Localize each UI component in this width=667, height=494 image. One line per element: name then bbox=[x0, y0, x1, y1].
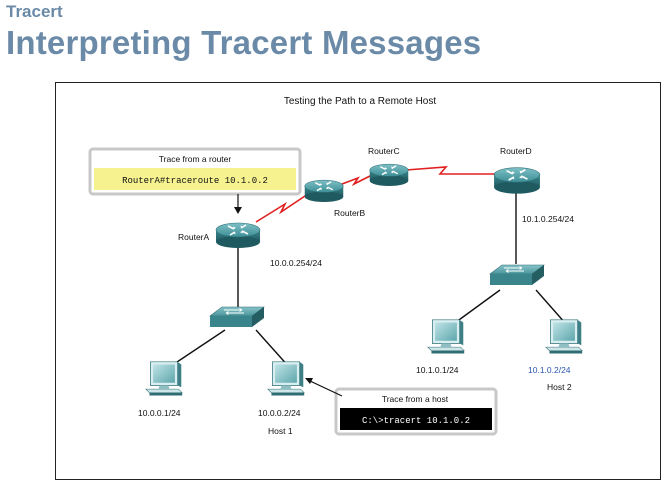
router-d-label: RouterD bbox=[500, 146, 532, 156]
router-b-label: RouterB bbox=[334, 208, 366, 218]
router-d-icon bbox=[493, 166, 541, 194]
link-switch-host2 bbox=[535, 289, 567, 325]
host1-icon bbox=[267, 361, 305, 396]
host1-ip: 10.0.0.2/24 bbox=[258, 408, 301, 418]
section-label: Tracert bbox=[6, 2, 63, 21]
host-right-ip: 10.1.0.1/24 bbox=[416, 365, 459, 375]
links bbox=[167, 166, 567, 369]
switch-left-icon bbox=[209, 306, 265, 328]
host-left-ip: 10.0.0.1/24 bbox=[138, 408, 181, 418]
page-title: Interpreting Tracert Messages bbox=[6, 24, 482, 61]
link-switch-host-right1 bbox=[451, 289, 501, 326]
router-trace-callout: Trace from a router RouterA#traceroute 1… bbox=[88, 147, 302, 214]
serial-link-c-d bbox=[405, 166, 496, 175]
router-b-icon bbox=[304, 179, 344, 202]
host-trace-command: C:\>tracert 10.1.0.2 bbox=[362, 416, 470, 426]
router-a-label: RouterA bbox=[178, 232, 210, 242]
serial-link-b-c bbox=[341, 174, 373, 187]
host2-icon bbox=[545, 319, 583, 354]
host2-name: Host 2 bbox=[547, 382, 572, 392]
router-trace-title: Trace from a router bbox=[159, 154, 232, 164]
host-trace-title: Trace from a host bbox=[382, 394, 449, 404]
host-trace-callout: Trace from a host C:\>tracert 10.1.0.2 bbox=[305, 378, 498, 436]
diagram-title: Testing the Path to a Remote Host bbox=[284, 96, 437, 107]
router-a-icon bbox=[215, 222, 261, 248]
router-d-interface: 10.1.0.254/24 bbox=[522, 214, 574, 224]
router-c-label: RouterC bbox=[368, 146, 400, 156]
serial-link-a-b bbox=[255, 193, 309, 223]
router-c-icon bbox=[369, 163, 409, 186]
router-a-interface: 10.0.0.254/24 bbox=[270, 258, 322, 268]
host2-ip: 10.1.0.2/24 bbox=[528, 365, 571, 375]
host1-name: Host 1 bbox=[268, 426, 293, 436]
switch-right-icon bbox=[489, 264, 545, 286]
host-left-icon bbox=[145, 361, 183, 396]
host-right-icon bbox=[427, 319, 465, 354]
router-trace-command: RouterA#traceroute 10.1.0.2 bbox=[122, 176, 268, 186]
